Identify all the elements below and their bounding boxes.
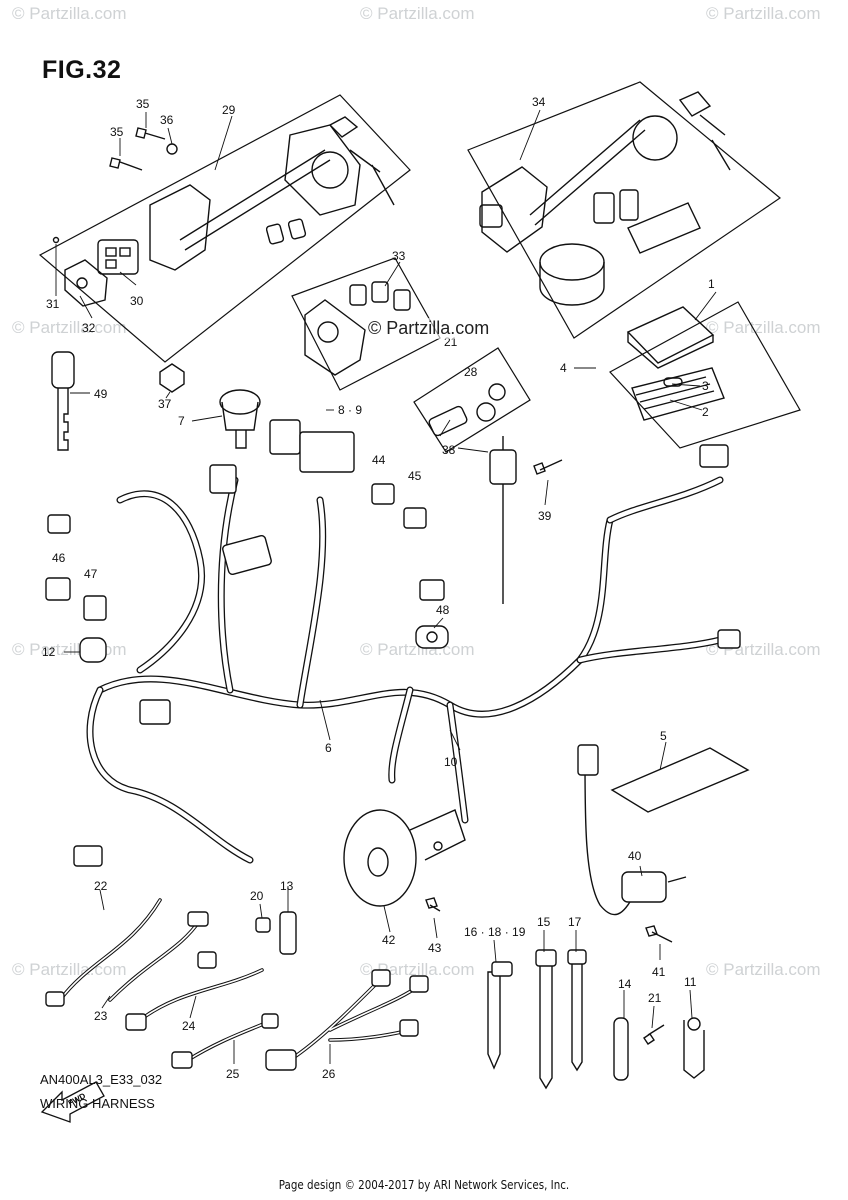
tape-5 [610,747,750,813]
callout-47: 47 [84,567,98,581]
callout-8-9: 8 · 9 [338,403,362,417]
callout-25: 25 [226,1067,240,1081]
leader-lines [55,109,717,1064]
center-brand: © Partzilla.com [368,318,490,339]
callout-20: 20 [250,889,264,903]
callout-34: 34 [532,95,546,109]
callout-35-b: 35 [110,125,124,139]
diagram-code: AN400AL3_E33_032 [40,1072,163,1087]
ignition-switch-set-box [38,94,411,363]
callout-28: 28 [464,365,478,379]
watermark: © Partzilla.com [12,318,127,337]
connector-45 [403,507,427,529]
watermark: © Partzilla.com [12,4,127,23]
callouts: 1 2 3 4 5 6 7 8 · 9 10 11 12 13 14 15 16… [42,95,715,1081]
callout-30: 30 [130,294,144,308]
callout-4: 4 [560,361,567,375]
callout-44: 44 [372,453,386,467]
watermark: © Partzilla.com [706,960,821,979]
callout-38: 38 [442,443,456,457]
sensor-48 [415,625,449,649]
key-49 [51,351,75,451]
footer-copyright: Page design © 2004-2017 by ARI Network S… [278,1178,570,1192]
watermark: © Partzilla.com [360,4,475,23]
ecu-box [609,301,801,449]
callout-22: 22 [94,879,108,893]
callout-36: 36 [160,113,174,127]
callout-29: 29 [222,103,236,117]
callout-37: 37 [158,397,172,411]
callout-41: 41 [652,965,666,979]
callout-45: 45 [408,469,422,483]
nut-37 [159,363,185,393]
callout-21-a: 21 [648,991,662,1005]
sensor-40 [577,744,687,943]
callout-31: 31 [46,297,60,311]
grommet-12 [79,637,107,663]
callout-26: 26 [322,1067,336,1081]
callout-15: 15 [537,915,551,929]
callout-10: 10 [444,755,458,769]
callout-7: 7 [178,414,185,428]
fwd-arrow-icon: FWD [40,1081,105,1123]
callout-23: 23 [94,1009,108,1023]
lock-set-box [467,81,781,339]
main-wiring-harness [47,419,741,867]
connector-46 [45,577,71,601]
callout-42: 42 [382,933,396,947]
callout-17: 17 [568,915,582,929]
callout-24: 24 [182,1019,196,1033]
callout-13: 13 [280,879,294,893]
watermark: © Partzilla.com [706,318,821,337]
diagram-name: WIRING HARNESS [40,1096,155,1111]
callout-46: 46 [52,551,66,565]
callout-43: 43 [428,941,442,955]
callout-49: 49 [94,387,108,401]
callout-14: 14 [618,977,632,991]
fuse-box-7 [219,389,261,449]
connector-44 [371,483,395,505]
horn-42 [343,809,466,912]
callout-39: 39 [538,509,552,523]
callout-16-18-19: 16 · 18 · 19 [464,925,526,939]
callout-3: 3 [702,379,709,393]
clamps-and-ties [487,949,587,1090]
callout-11: 11 [684,975,697,989]
holders-14-11 [613,1017,705,1081]
callout-12: 12 [42,645,56,659]
callout-35-a: 35 [136,97,150,111]
connector-47 [83,595,107,621]
callout-5: 5 [660,729,667,743]
sub-harnesses [45,898,429,1071]
callout-33: 33 [392,249,406,263]
bracket-13 [279,911,297,955]
callout-2: 2 [702,405,709,419]
accessory-socket-box [413,347,531,453]
callout-48: 48 [436,603,450,617]
clamp-20 [255,917,271,933]
callout-40: 40 [628,849,642,863]
figure-title: FIG.32 [42,56,122,84]
callout-32: 32 [82,321,96,335]
callout-6: 6 [325,741,332,755]
switch-38 [489,436,563,604]
callout-1: 1 [708,277,715,291]
watermark: © Partzilla.com [706,4,821,23]
